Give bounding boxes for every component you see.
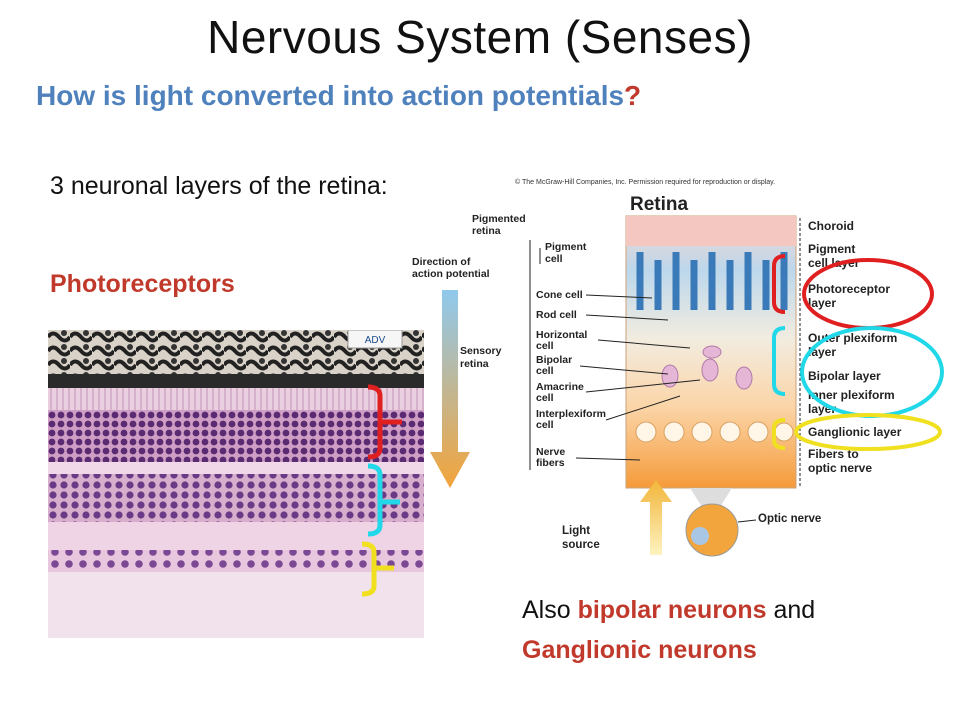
- eye-projection: [690, 488, 732, 510]
- label-bipolar-cell-1: Bipolar: [536, 354, 572, 366]
- choroid-band: [626, 216, 796, 246]
- label-pigmented-retina-2: retina: [472, 225, 501, 237]
- ganglion-cell-bodies: [635, 421, 794, 443]
- diagram-bipolar-bracket: [772, 326, 786, 396]
- intro-text: 3 neuronal layers of the retina:: [50, 172, 388, 200]
- label-cone-cell: Cone cell: [536, 289, 583, 301]
- diagram-photoreceptor-bracket: [772, 254, 786, 314]
- label-photoreceptor-layer-2: layer: [808, 296, 836, 310]
- label-nerve-fibers-1: Nerve: [536, 446, 565, 458]
- also-prefix: Also: [522, 596, 578, 624]
- label-direction-1: Direction of: [412, 256, 471, 268]
- label-pigment-cell-1: Pigment: [545, 241, 587, 253]
- diagram-title: Retina: [630, 194, 689, 215]
- label-bipolar-layer: Bipolar layer: [808, 369, 881, 383]
- slide-question: How is light converted into action poten…: [36, 80, 641, 112]
- left-leader-lines: [529, 240, 701, 470]
- label-optic-nerve: Optic nerve: [758, 513, 821, 525]
- label-light-source-2: source: [562, 539, 600, 551]
- bipolar-cell-bodies: [661, 345, 753, 390]
- direction-arrow: [430, 290, 470, 488]
- bipolar-neurons-text: bipolar neurons: [577, 596, 767, 624]
- question-mark: ?: [624, 80, 642, 111]
- label-photoreceptor-layer-1: Photoreceptor: [808, 282, 890, 296]
- ganglionic-neurons-text: Ganglionic neurons: [522, 636, 757, 664]
- label-interplexiform-cell-1: Interplexiform: [536, 408, 606, 420]
- label-horizontal-cell-2: cell: [536, 340, 554, 352]
- optic-nerve-leader: [737, 519, 757, 523]
- histology-stamp: ADV: [365, 335, 386, 346]
- label-fibers-optic-2: optic nerve: [808, 461, 872, 475]
- label-sensory-retina-2: retina: [460, 358, 489, 370]
- label-rod-cell: Rod cell: [536, 309, 577, 321]
- label-amacrine-cell-2: cell: [536, 392, 554, 404]
- slide-title: Nervous System (Senses): [207, 11, 753, 63]
- label-fibers-optic-1: Fibers to: [808, 447, 859, 461]
- label-sensory-retina-1: Sensory: [460, 345, 502, 357]
- label-direction-2: action potential: [412, 268, 490, 280]
- label-horizontal-cell-1: Horizontal: [536, 329, 587, 341]
- label-pigmented-retina-1: Pigmented: [472, 213, 526, 225]
- label-nerve-fibers-2: fibers: [536, 457, 565, 469]
- and-text: and: [766, 596, 816, 624]
- label-bipolar-cell-2: cell: [536, 365, 554, 377]
- label-pigment-layer-2: cell layer: [808, 256, 860, 270]
- label-amacrine-cell-1: Amacrine: [536, 381, 584, 393]
- eye-lens-icon: [691, 527, 709, 545]
- question-text: How is light converted into action poten…: [36, 80, 625, 111]
- label-pigment-cell-2: cell: [545, 253, 563, 265]
- diagram-ganglionic-bracket: [772, 418, 786, 450]
- photoreceptor-cells: [636, 252, 788, 310]
- label-interplexiform-cell-2: cell: [536, 419, 554, 431]
- ganglionic-highlight: [794, 413, 942, 451]
- label-choroid: Choroid: [808, 219, 854, 233]
- label-pigment-layer-1: Pigment: [808, 242, 855, 256]
- copyright-note: © The McGraw-Hill Companies, Inc. Permis…: [515, 178, 775, 186]
- label-inner-plexiform-1: Inner plexiform: [808, 388, 895, 402]
- retina-histology-image: ADV: [48, 330, 424, 638]
- retina-diagram: © The McGraw-Hill Companies, Inc. Permis…: [412, 178, 944, 557]
- label-ganglionic-layer: Ganglionic layer: [808, 425, 902, 439]
- photoreceptors-label: Photoreceptors: [50, 270, 235, 298]
- label-light-source-1: Light: [562, 525, 590, 537]
- light-source-arrow: [640, 480, 672, 555]
